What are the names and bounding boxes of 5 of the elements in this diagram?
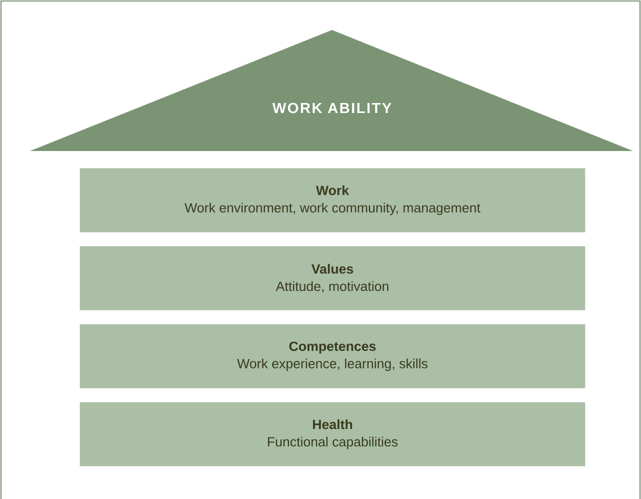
layer-box: Work Work environment, work community, management [80,168,586,232]
layer-box: Values Attitude, motivation [80,246,586,310]
layer-box: Competences Work experience, learning, skills [80,324,586,388]
layer-box: Health Functional capabilities [80,402,586,466]
roof-triangle: WORK ABILITY [30,30,634,151]
